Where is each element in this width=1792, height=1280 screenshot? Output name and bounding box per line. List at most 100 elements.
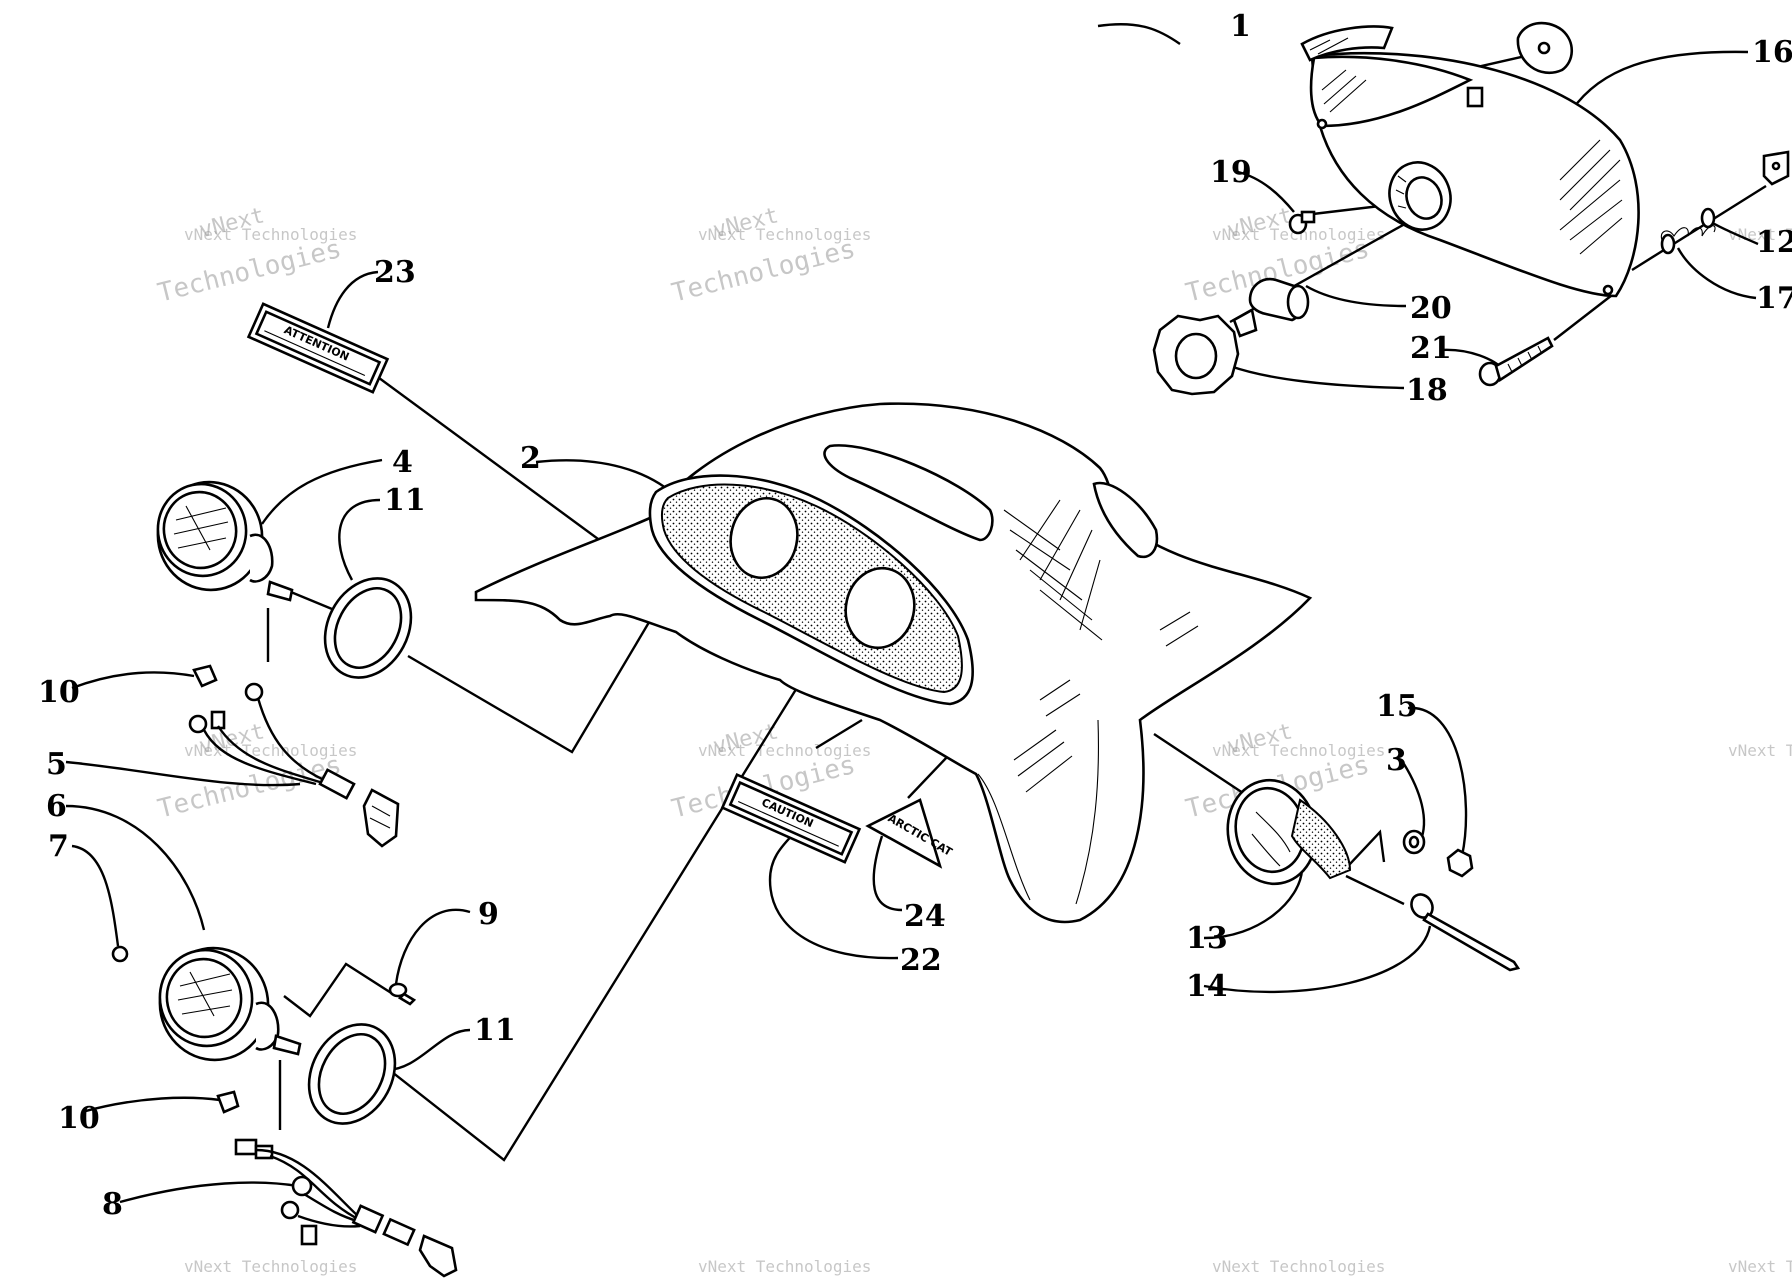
callout-1: 1 — [1230, 9, 1251, 44]
leader-line-24 — [872, 835, 903, 912]
gauge-rear — [255, 1001, 280, 1051]
assembly-line — [1553, 291, 1617, 341]
bulb-terminal — [280, 1200, 300, 1220]
gauge-face-lines — [173, 505, 229, 551]
callout-20: 20 — [1410, 291, 1452, 326]
callout-10: 10 — [38, 675, 80, 710]
ring-notches — [1395, 175, 1407, 209]
leader-line-11 — [338, 498, 381, 581]
brand-triangle — [865, 798, 943, 869]
part-8-harness-lower — [234, 1138, 458, 1278]
decal-lines — [738, 801, 839, 847]
leader-line-23 — [326, 270, 379, 329]
ring-inner — [317, 1033, 387, 1115]
watermark-line3: Technologies — [669, 234, 859, 309]
callout-7: 7 — [48, 829, 69, 864]
gauge-face — [162, 490, 238, 570]
housing-shading — [1559, 139, 1623, 255]
assembly-line — [907, 755, 949, 799]
housing-hole — [1602, 284, 1614, 296]
callout-11: 11 — [384, 483, 426, 518]
part-19-bulb — [1288, 210, 1316, 235]
callout-19: 19 — [1210, 155, 1252, 190]
leader-line-17 — [1676, 247, 1757, 300]
leader-line-7 — [71, 844, 120, 947]
part-14-cable — [1410, 893, 1521, 972]
leader-line-10 — [81, 1096, 221, 1114]
spring-end — [1700, 207, 1716, 229]
knob-hole — [1537, 41, 1551, 55]
callout-2: 2 — [520, 441, 541, 476]
harness-wires — [202, 697, 325, 786]
socket — [388, 982, 408, 998]
housing-shading — [1321, 69, 1367, 113]
spade-terminal — [300, 1224, 318, 1246]
housing-tab — [1466, 86, 1484, 108]
ring-terminal — [188, 714, 208, 734]
watermark: vNext Technologies — [184, 1257, 357, 1276]
harness-connector — [362, 788, 400, 848]
assembly-line — [283, 962, 397, 1018]
callout-12: 12 — [1756, 225, 1792, 260]
clip-shading — [1309, 37, 1349, 55]
leader-line-14 — [1203, 925, 1432, 994]
watermark: vNext Technologies — [1728, 225, 1792, 244]
pod-shading — [1013, 611, 1199, 793]
harness-sleeve — [351, 1204, 385, 1234]
leader-line-15 — [1407, 706, 1468, 857]
bulb-holder — [216, 1090, 240, 1114]
watermark-line3: Technologies — [155, 234, 345, 309]
gauge-stud — [266, 580, 294, 602]
watermark-line3: Technologies — [155, 750, 345, 825]
part-20-socket — [1232, 277, 1310, 338]
cable-shaft — [1422, 912, 1521, 972]
callout-4: 4 — [392, 445, 413, 480]
watermark: vNext vNext Technologies Technologies — [155, 203, 358, 308]
harness-sleeve — [318, 768, 356, 800]
handle-neck — [1290, 798, 1352, 880]
leader-line-1 — [1097, 23, 1181, 45]
callout-6: 6 — [46, 789, 67, 824]
gauge-rear — [249, 533, 274, 583]
watermark: vNext vNext Technologies Technologies — [669, 203, 872, 308]
part-10-lower — [216, 1090, 240, 1114]
part-3-washer — [1402, 829, 1426, 855]
ring-terminal — [291, 1175, 313, 1197]
adjuster-knob — [1516, 21, 1574, 75]
pod-cross-hatch — [1003, 499, 1103, 641]
handle-shading — [1251, 811, 1291, 867]
spade-terminal — [210, 710, 226, 730]
watermark-line2: vNext Technologies — [1212, 1257, 1385, 1276]
socket-ring — [1388, 161, 1452, 231]
ring-inner — [1405, 176, 1443, 220]
part-6-gauge-lower — [158, 946, 302, 1062]
leader-line-22 — [768, 825, 899, 960]
socket-end — [1286, 284, 1310, 320]
part-22-caution-decal: CAUTION — [720, 772, 862, 864]
part-1-clip — [1300, 25, 1394, 62]
watermark-line2: vNext Technologies — [1728, 1257, 1792, 1276]
leader-line-10 — [71, 671, 195, 690]
callout-16: 16 — [1752, 35, 1792, 70]
callout-14: 14 — [1186, 969, 1228, 1004]
part-15-nut — [1446, 848, 1474, 878]
part-2-dash-pod — [474, 402, 1313, 924]
spring-end — [1660, 233, 1676, 255]
watermark-line2: vNext Technologies — [698, 741, 871, 760]
part-24-brand-decal: ARCTIC CAT — [865, 798, 955, 869]
leader-line-13 — [1203, 869, 1304, 940]
connector-pins — [369, 805, 391, 829]
part-18-retainer — [1152, 314, 1240, 396]
retainer-hole — [1174, 332, 1218, 380]
gauge-stud — [272, 1034, 302, 1056]
part-9-socket — [388, 982, 417, 1006]
part-12-clip — [1762, 150, 1790, 186]
callout-5: 5 — [46, 747, 67, 782]
watermark: vNext Technologies — [1728, 1257, 1792, 1276]
screw-thread — [1507, 345, 1543, 373]
part-10-upper — [192, 664, 218, 688]
gauge-hole-left — [729, 496, 799, 580]
housing-hole — [1316, 118, 1328, 130]
leader-line-4 — [261, 458, 383, 525]
